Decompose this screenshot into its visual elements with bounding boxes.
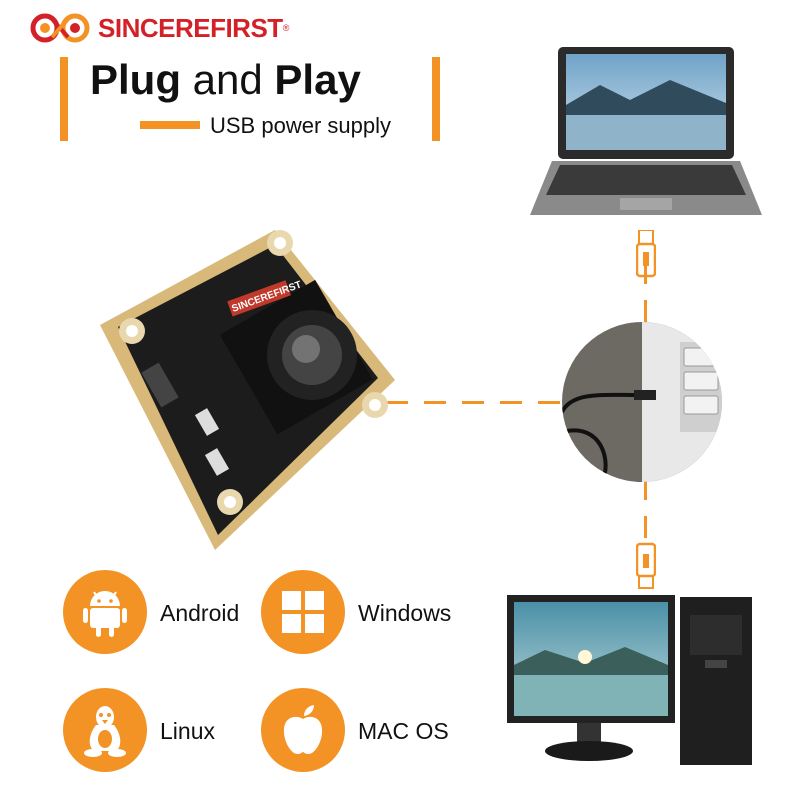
os-label-linux: Linux (160, 718, 215, 744)
usb-port-closeup-image (562, 322, 722, 482)
windows-icon (282, 591, 324, 633)
usb-plug-icon (636, 230, 656, 278)
header-bar-left (60, 57, 68, 141)
connector-line-lower (644, 478, 647, 544)
registered-mark: ® (282, 23, 290, 33)
subtitle: USB power supply (210, 113, 391, 138)
mac-badge (261, 688, 345, 772)
connector-line-horizontal (386, 401, 564, 404)
android-icon (83, 591, 127, 637)
brand-mark-icon (30, 13, 90, 43)
brand-logo: SINCEREFIRST ® (30, 10, 289, 46)
brand-name: SINCEREFIRST (98, 12, 283, 43)
camera-module-image: SINCEREFIRST (100, 230, 395, 550)
laptop-image (530, 47, 762, 215)
desktop-computer-image (507, 595, 752, 765)
android-badge (63, 570, 147, 654)
os-label-windows: Windows (358, 600, 452, 626)
connector-line-upper (644, 262, 647, 340)
linux-icon (84, 706, 126, 757)
apple-icon (283, 705, 323, 755)
header-bar-right (432, 57, 440, 141)
os-label-macos: MAC OS (358, 718, 449, 744)
windows-badge (261, 570, 345, 654)
linux-badge (63, 688, 147, 772)
subtitle-dash (140, 121, 200, 129)
usb-plug-icon (636, 542, 656, 589)
os-label-android: Android (160, 600, 240, 626)
page-title: Plug and Play (90, 56, 361, 103)
